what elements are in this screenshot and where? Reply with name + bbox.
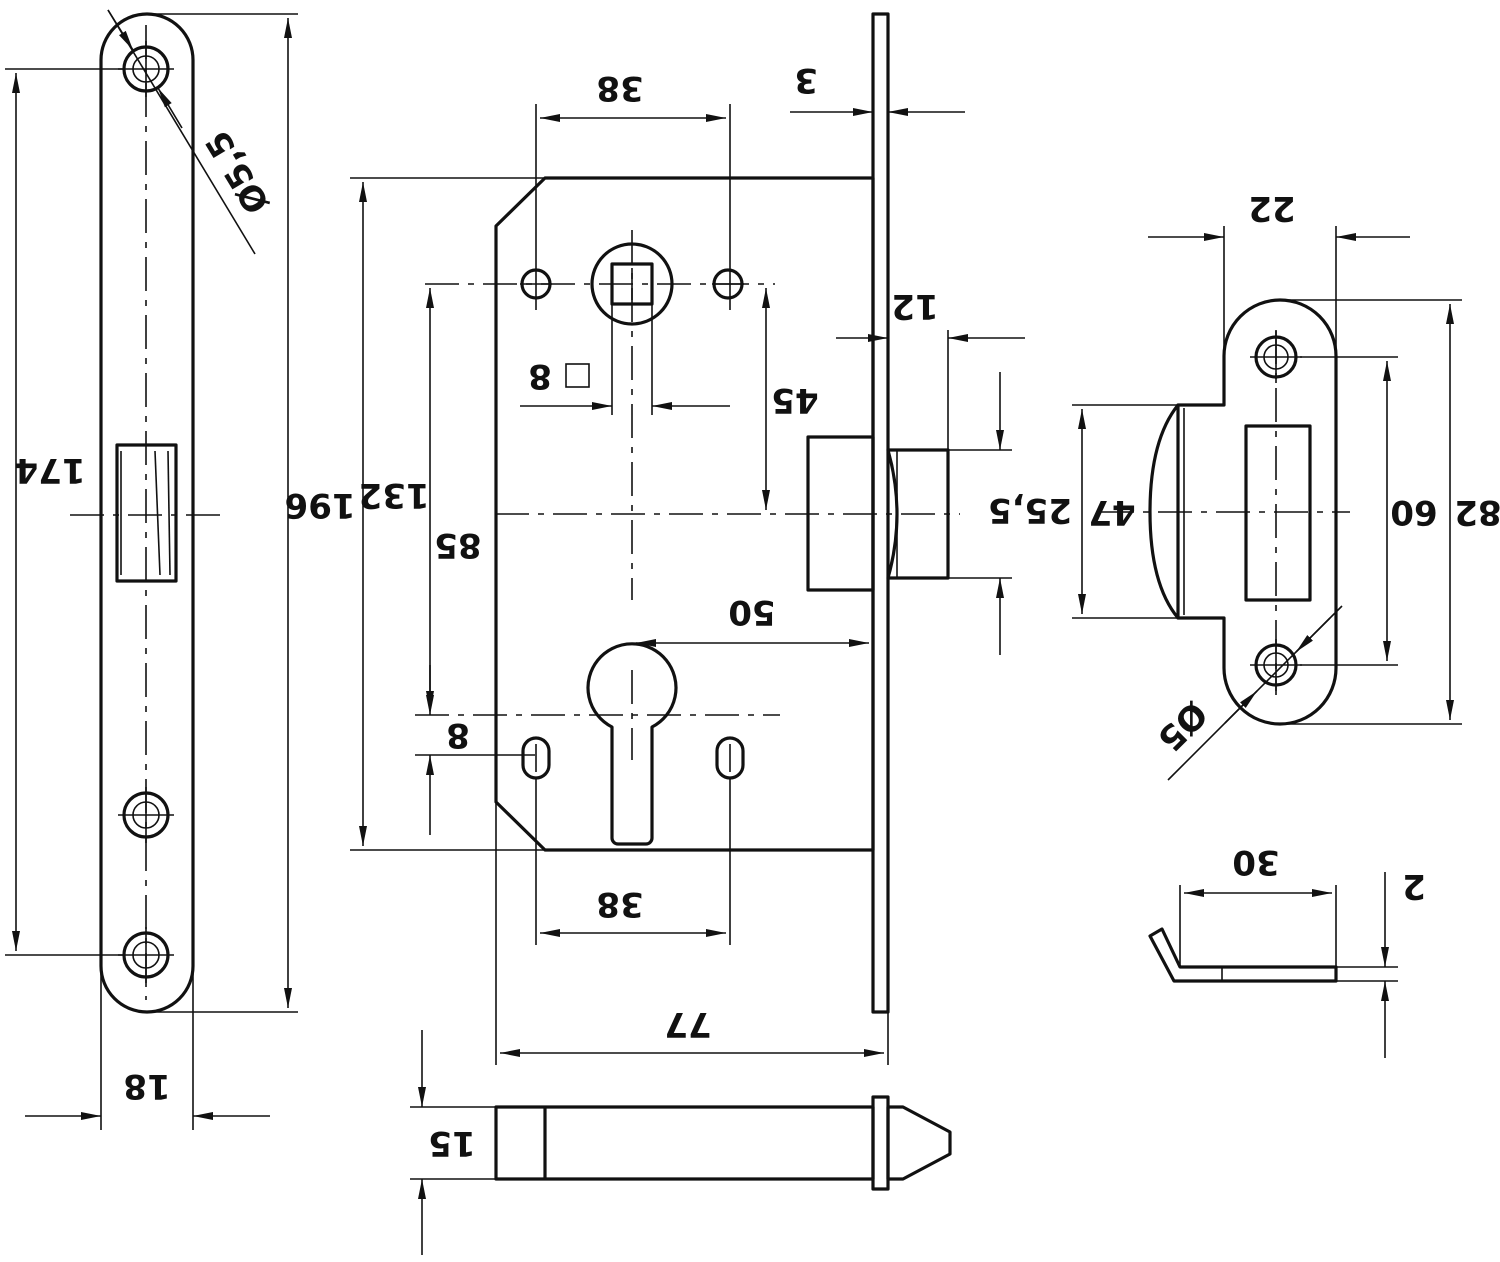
faceplate-view: Ø5,5 174 196 18: [5, 9, 356, 1130]
backset-label: 50: [728, 592, 775, 632]
faceplate-thickness-label: 3: [794, 60, 818, 100]
strike-plate-outline: [1176, 298, 1338, 726]
cylinder-offset-label: 8: [446, 715, 470, 755]
spindle-square-label: 8: [528, 356, 552, 396]
plate-length-label: 30: [1232, 842, 1279, 882]
latch-height-label: 25,5: [988, 490, 1072, 530]
bolt-tip: [886, 1105, 952, 1181]
latch-projection-label: 12: [891, 286, 938, 326]
spindle-to-latch-label: 45: [771, 380, 818, 420]
euro-cylinder-cutout: [586, 642, 678, 846]
faceplate-latch-opening: [115, 443, 178, 583]
strike-opening: [1244, 424, 1312, 602]
strike-plate-view: 22 47 60 82 Ø5: [1072, 188, 1500, 781]
lock-case-view: 38 3 8 45 132 85 12 25,5: [350, 12, 1072, 1065]
faceplate-screw-hole-middle: [118, 787, 174, 843]
strike-hole-spacing-label: 60: [1390, 492, 1437, 532]
bolt-height-label: 15: [428, 1123, 475, 1163]
faceplate-length-label: 196: [285, 485, 356, 525]
bent-plate-view: 30 2: [1148, 842, 1426, 1058]
case-depth-label: 77: [664, 1004, 711, 1044]
faceplate-screw-hole-top: [118, 41, 174, 97]
strike-lip-curve: [1148, 404, 1180, 620]
bolt-view: 15: [410, 1030, 952, 1255]
case-top-hole-spacing-label: 38: [596, 68, 643, 108]
case-bottom-hole-spacing-label: 38: [596, 884, 643, 924]
faceplate-hole-diameter-label: Ø5,5: [198, 123, 278, 220]
plate-thickness-label: 2: [1402, 866, 1426, 906]
strike-hole-diameter-label: Ø5: [1149, 693, 1214, 758]
case-height-label: 132: [359, 475, 430, 515]
strike-length-label: 82: [1454, 492, 1500, 532]
spindle-to-cylinder-label: 85: [434, 525, 481, 565]
square-symbol: [565, 363, 590, 388]
faceplate-screw-hole-bottom: [118, 927, 174, 983]
bent-plate-profile: [1148, 927, 1338, 983]
bolt-body: [494, 1105, 875, 1181]
strike-tongue-height-label: 47: [1088, 492, 1135, 532]
strike-width-label: 22: [1248, 188, 1295, 228]
faceplate-outline: [99, 12, 195, 1014]
faceplate-hole-spacing-label: 174: [15, 450, 86, 490]
case-faceplate-edge: [871, 12, 890, 1014]
bolt-head: [871, 1095, 890, 1191]
faceplate-width-label: 18: [123, 1066, 170, 1106]
